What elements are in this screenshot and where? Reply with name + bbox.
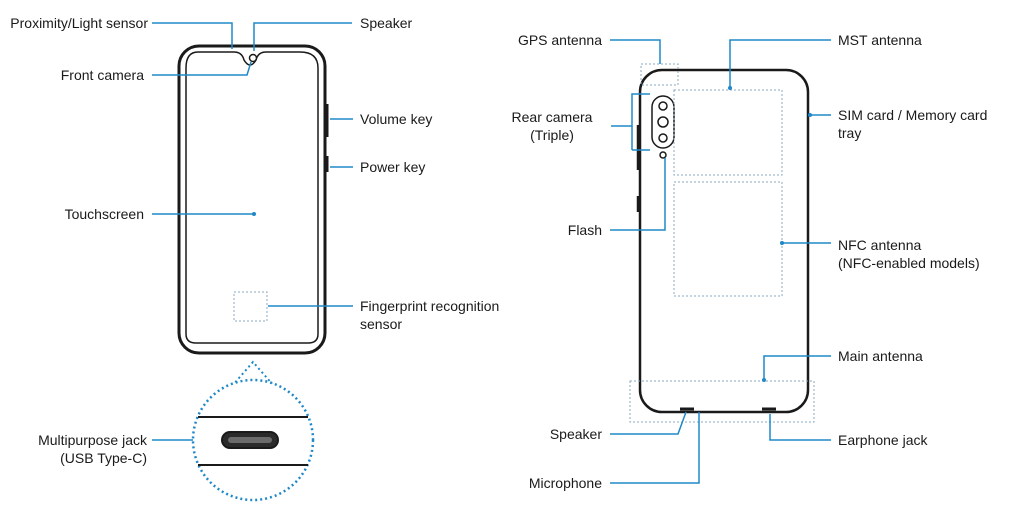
back-leader-dots bbox=[728, 86, 812, 382]
label-nfc-line2: (NFC-enabled models) bbox=[838, 255, 980, 271]
fingerprint-area bbox=[233, 291, 268, 322]
label-mst-antenna: MST antenna bbox=[838, 32, 922, 48]
label-main-antenna: Main antenna bbox=[838, 348, 923, 364]
label-proximity-sensor: Proximity/Light sensor bbox=[10, 15, 148, 31]
leader-mst bbox=[729, 39, 831, 88]
dot-touchscreen bbox=[252, 212, 256, 216]
camera-lens-1 bbox=[658, 101, 668, 111]
usb-magnifier bbox=[191, 360, 315, 502]
front-phone-body bbox=[177, 44, 327, 355]
dot-nfc bbox=[780, 241, 784, 245]
label-speaker-front: Speaker bbox=[360, 15, 413, 31]
back-leaders bbox=[610, 39, 831, 484]
nfc-antenna-area bbox=[673, 181, 783, 297]
camera-module bbox=[651, 95, 675, 149]
label-flash: Flash bbox=[567, 222, 602, 238]
leader-earphone bbox=[769, 414, 831, 441]
main-antenna-area bbox=[629, 380, 815, 423]
leader-flash bbox=[610, 158, 666, 231]
camera-lens-2 bbox=[657, 116, 669, 128]
back-phone-body bbox=[638, 68, 810, 414]
gps-antenna-area bbox=[640, 63, 679, 86]
mst-antenna-area bbox=[673, 89, 783, 176]
front-phone bbox=[177, 44, 329, 355]
leader-speaker-front bbox=[253, 22, 352, 51]
label-sim-tray-line1: SIM card / Memory card bbox=[838, 107, 988, 123]
flash-shape bbox=[659, 151, 667, 159]
label-fingerprint-line1: Fingerprint recognition bbox=[360, 298, 500, 314]
back-phone bbox=[636, 68, 810, 414]
label-speaker-back: Speaker bbox=[549, 426, 602, 442]
leader-proximity bbox=[152, 22, 233, 49]
dot-main-antenna bbox=[762, 378, 766, 382]
front-leader-dots bbox=[252, 212, 256, 216]
camera-lens-3 bbox=[658, 133, 668, 143]
leader-speaker-back bbox=[610, 411, 687, 435]
label-rear-camera-line1: Rear camera bbox=[511, 109, 593, 125]
leader-rear-camera bbox=[611, 93, 650, 127]
label-sim-tray-line2: tray bbox=[838, 125, 862, 141]
label-usb-jack-line1: Multipurpose jack bbox=[38, 432, 147, 448]
label-power-key: Power key bbox=[360, 159, 426, 175]
label-microphone: Microphone bbox=[528, 475, 602, 491]
label-gps-antenna: GPS antenna bbox=[517, 32, 602, 48]
label-earphone-jack: Earphone jack bbox=[838, 432, 928, 448]
magnifier-pointer bbox=[231, 360, 275, 387]
label-fingerprint-line2: sensor bbox=[360, 316, 403, 332]
front-camera-hole bbox=[248, 53, 258, 63]
leader-front-camera bbox=[152, 61, 252, 76]
front-screen-outline bbox=[185, 51, 319, 344]
label-front-camera: Front camera bbox=[60, 67, 144, 83]
usb-port-inner bbox=[228, 437, 272, 443]
dot-sim-tray bbox=[808, 113, 812, 117]
leader-microphone bbox=[610, 412, 700, 484]
label-touchscreen: Touchscreen bbox=[64, 206, 144, 222]
antenna-areas bbox=[629, 63, 815, 423]
label-usb-jack-line2: (USB Type-C) bbox=[60, 450, 147, 466]
dot-mst bbox=[728, 86, 732, 90]
leader-gps bbox=[610, 39, 661, 64]
leader-main-antenna bbox=[763, 355, 831, 380]
label-volume-key: Volume key bbox=[360, 111, 433, 127]
label-nfc-line1: NFC antenna bbox=[838, 237, 922, 253]
label-rear-camera-line2: (Triple) bbox=[530, 127, 574, 143]
